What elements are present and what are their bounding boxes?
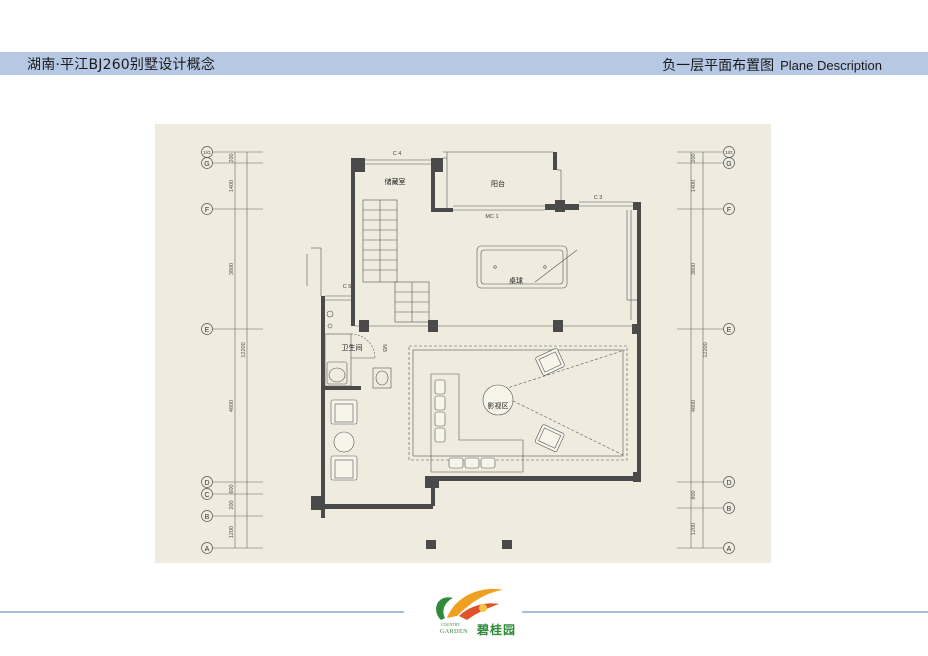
dim-right-total: 12200 — [703, 342, 709, 357]
dim-left-total: 12200 — [241, 342, 247, 357]
axis-label-left-g: G — [204, 161, 209, 168]
brand-logo-icon — [436, 588, 503, 620]
axis-label-right-d: D — [726, 480, 731, 487]
dim-right-5: 800 — [691, 490, 697, 499]
axis-label-left-b: B — [205, 514, 210, 521]
floor-plan-drawing: 1/G G F E D C B A 1/G G F E D B A 200 14… — [201, 146, 735, 554]
brand-en: GARDEN — [440, 629, 468, 635]
floor-plan: 1/G G F E D C B A 1/G G F E D B A 200 14… — [155, 124, 771, 563]
label-c5: C 5 — [343, 284, 352, 290]
room-balcony: 阳台 — [491, 179, 505, 188]
dim-left-7: 1200 — [229, 526, 235, 538]
axis-label-left-c: C — [204, 492, 209, 499]
axis-label-left-d: D — [204, 480, 209, 487]
footer-line-left — [0, 611, 404, 613]
room-theater: 影视区 — [488, 401, 509, 410]
brand-cn: 碧桂园 — [477, 623, 517, 637]
dim-left-4: 4800 — [229, 400, 235, 412]
dim-left-2: 1400 — [229, 180, 235, 192]
axis-label-left-a: A — [205, 546, 210, 553]
left-axis-markers — [201, 146, 213, 554]
axis-label-right-g: G — [726, 161, 731, 168]
dim-left-1: 200 — [229, 153, 235, 162]
dim-right-3: 3800 — [691, 263, 697, 275]
axis-label-right-e: E — [727, 327, 732, 334]
dim-right-2: 1400 — [691, 180, 697, 192]
dim-right-1: 200 — [691, 153, 697, 162]
thin-lines — [306, 151, 637, 473]
plan-title-cn: 负一层平面布置图 — [662, 58, 775, 74]
label-m3: M3 — [381, 344, 387, 352]
axis-label-left-f: F — [205, 207, 209, 214]
brand-en-small: COUNTRY — [441, 622, 461, 627]
plan-title: 负一层平面布置图 Plane Description — [662, 55, 882, 75]
plan-title-en: Plane Description — [780, 58, 882, 73]
right-axis-markers — [723, 146, 735, 554]
axis-label-right-a: A — [727, 546, 732, 553]
lounge-chairs — [330, 348, 565, 481]
label-mc1: MC 1 — [485, 214, 498, 220]
label-c4: C 4 — [393, 151, 402, 157]
axis-label-right-b: B — [727, 506, 732, 513]
axis-label-left-top: 1/G — [203, 150, 211, 155]
dim-right-6: 1200 — [691, 523, 697, 535]
left-axis-grid — [205, 151, 263, 549]
axis-label-right-f: F — [727, 207, 731, 214]
header-bar — [0, 52, 928, 75]
bathroom-fixtures — [326, 310, 392, 389]
dim-left-3: 3800 — [229, 263, 235, 275]
room-storage: 储藏室 — [385, 177, 406, 186]
dim-right-4: 4800 — [691, 400, 697, 412]
project-title: 湖南·平江BJ260别墅设计概念 — [27, 57, 216, 73]
room-bathroom: 卫生间 — [342, 343, 363, 352]
dim-left-5: 600 — [229, 484, 235, 493]
axis-label-right-top: 1/G — [725, 150, 733, 155]
axis-label-left-e: E — [205, 327, 210, 334]
dim-left-6: 200 — [229, 500, 235, 509]
footer-line-right — [522, 611, 928, 613]
label-c3: C 3 — [594, 195, 603, 201]
room-billiards: 桌球 — [509, 276, 523, 285]
